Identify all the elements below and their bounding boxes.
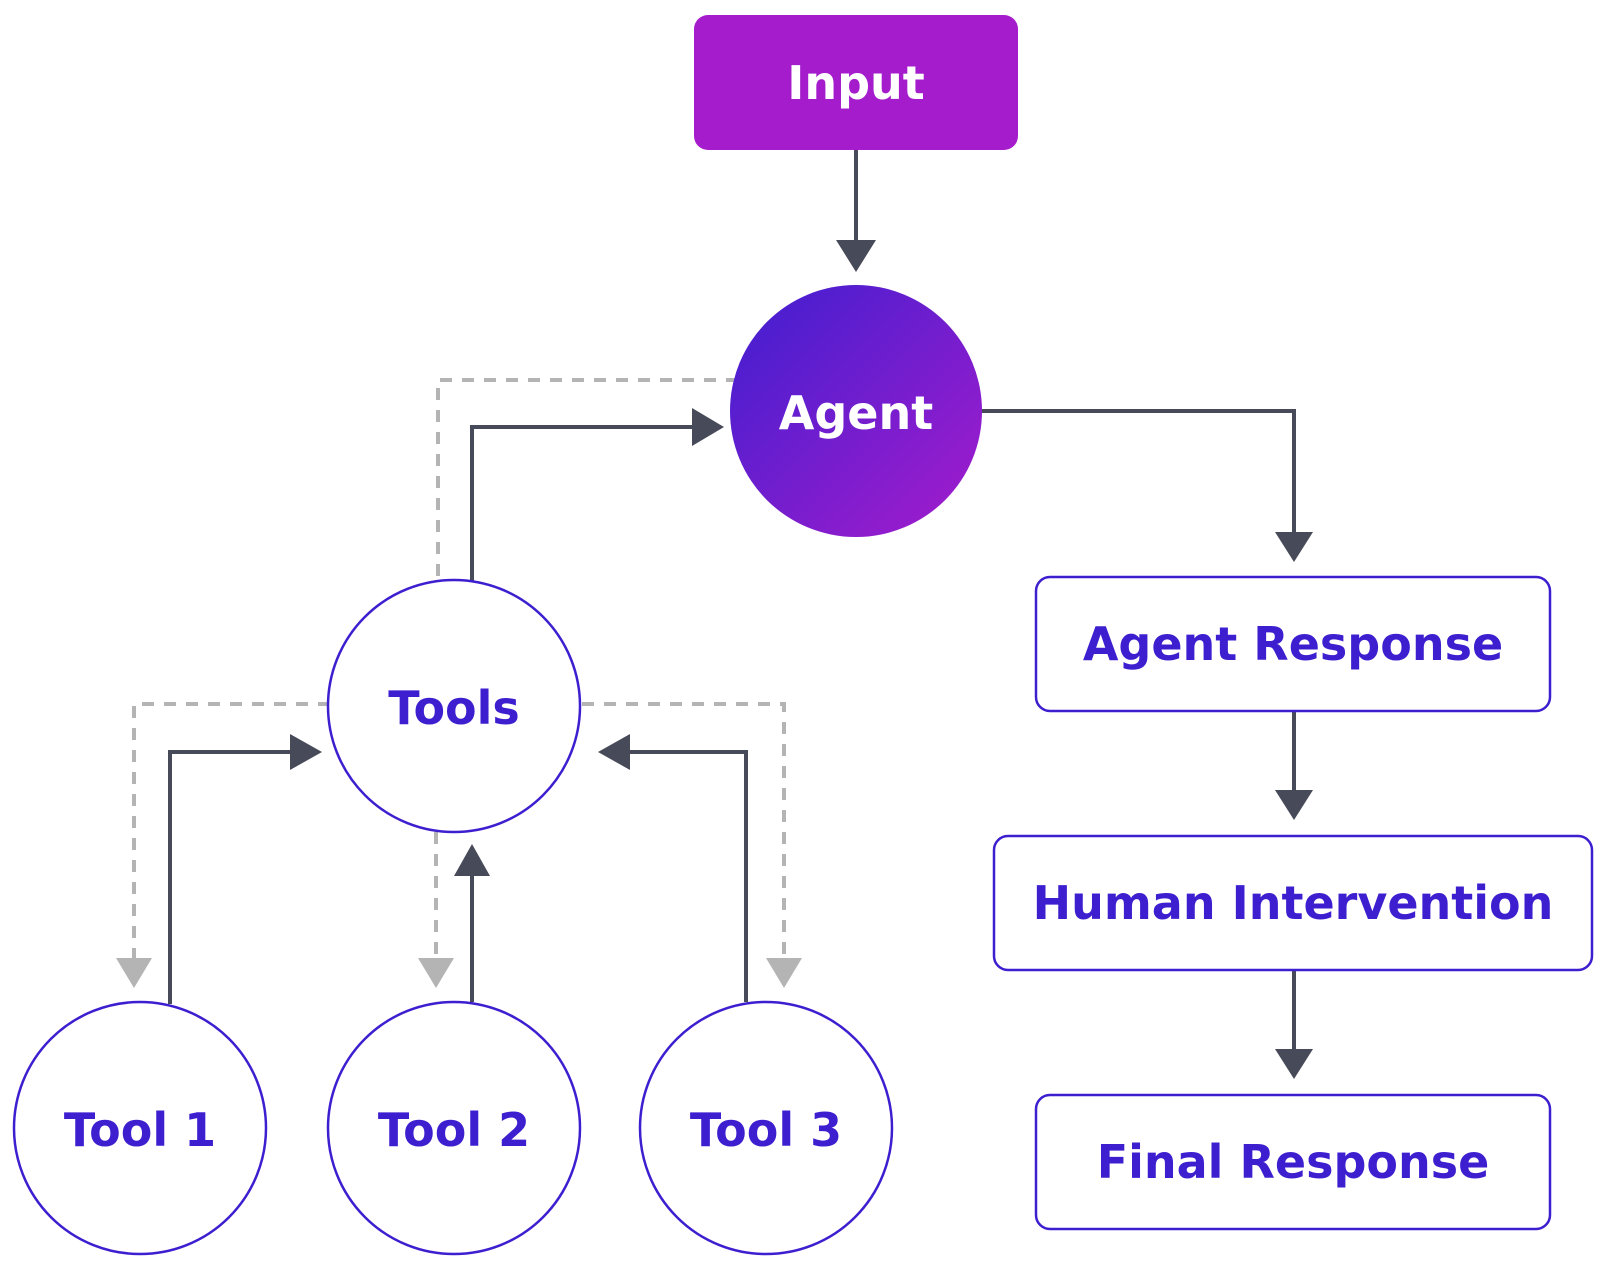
tools-to-agent-line xyxy=(470,425,692,582)
agent-node: Agent xyxy=(730,285,982,537)
agent-response-node: Agent Response xyxy=(1034,575,1552,713)
agent-response-label: Agent Response xyxy=(1083,617,1503,671)
dashed-agent-to-tools-line xyxy=(436,378,738,576)
tools-to-agent-arrowhead xyxy=(692,408,724,446)
dashed-tool2-arrowhead xyxy=(418,958,454,988)
human-to-final-arrowhead xyxy=(1275,1049,1313,1079)
dashed-tool1-arrowhead xyxy=(116,958,152,988)
agent-to-response-arrowhead xyxy=(1275,532,1313,562)
input-to-agent-arrowhead xyxy=(836,240,876,272)
final-response-box xyxy=(1034,1093,1552,1231)
tools-circle xyxy=(326,578,582,834)
tool-3-node: Tool 3 xyxy=(638,1000,894,1256)
tool-3-circle xyxy=(638,1000,894,1256)
human-intervention-box xyxy=(992,834,1594,972)
tool1-to-tools-line xyxy=(168,750,290,1004)
tools-label: Tools xyxy=(388,681,520,735)
tool-2-node: Tool 2 xyxy=(326,1000,582,1256)
tool2-to-tools-arrowhead xyxy=(454,844,490,876)
input-label: Input xyxy=(787,56,925,110)
tool-1-label: Tool 1 xyxy=(64,1103,216,1157)
agent-circle xyxy=(730,285,982,537)
agent-label: Agent xyxy=(779,386,933,440)
tool3-to-tools-arrowhead xyxy=(598,734,630,770)
tool-2-label: Tool 2 xyxy=(378,1103,530,1157)
human-intervention-node: Human Intervention xyxy=(992,834,1594,972)
input-node: Input xyxy=(694,15,1018,150)
final-response-node: Final Response xyxy=(1034,1093,1552,1231)
tool-3-label: Tool 3 xyxy=(690,1103,842,1157)
agent-to-response-line xyxy=(980,409,1296,532)
tool1-to-tools-arrowhead xyxy=(290,734,322,770)
tool-1-node: Tool 1 xyxy=(12,1000,268,1256)
tool3-to-tools-line xyxy=(630,750,748,1002)
tools-node: Tools xyxy=(326,578,582,834)
input-box xyxy=(694,15,1018,150)
human-intervention-label: Human Intervention xyxy=(1033,876,1554,930)
dashed-tools-to-tool3-line xyxy=(582,702,786,958)
dashed-tool3-arrowhead xyxy=(766,958,802,988)
agent-response-box xyxy=(1034,575,1552,713)
response-to-human-arrowhead xyxy=(1275,790,1313,820)
tool-1-circle xyxy=(12,1000,268,1256)
tool-2-circle xyxy=(326,1000,582,1256)
final-response-label: Final Response xyxy=(1097,1135,1490,1189)
